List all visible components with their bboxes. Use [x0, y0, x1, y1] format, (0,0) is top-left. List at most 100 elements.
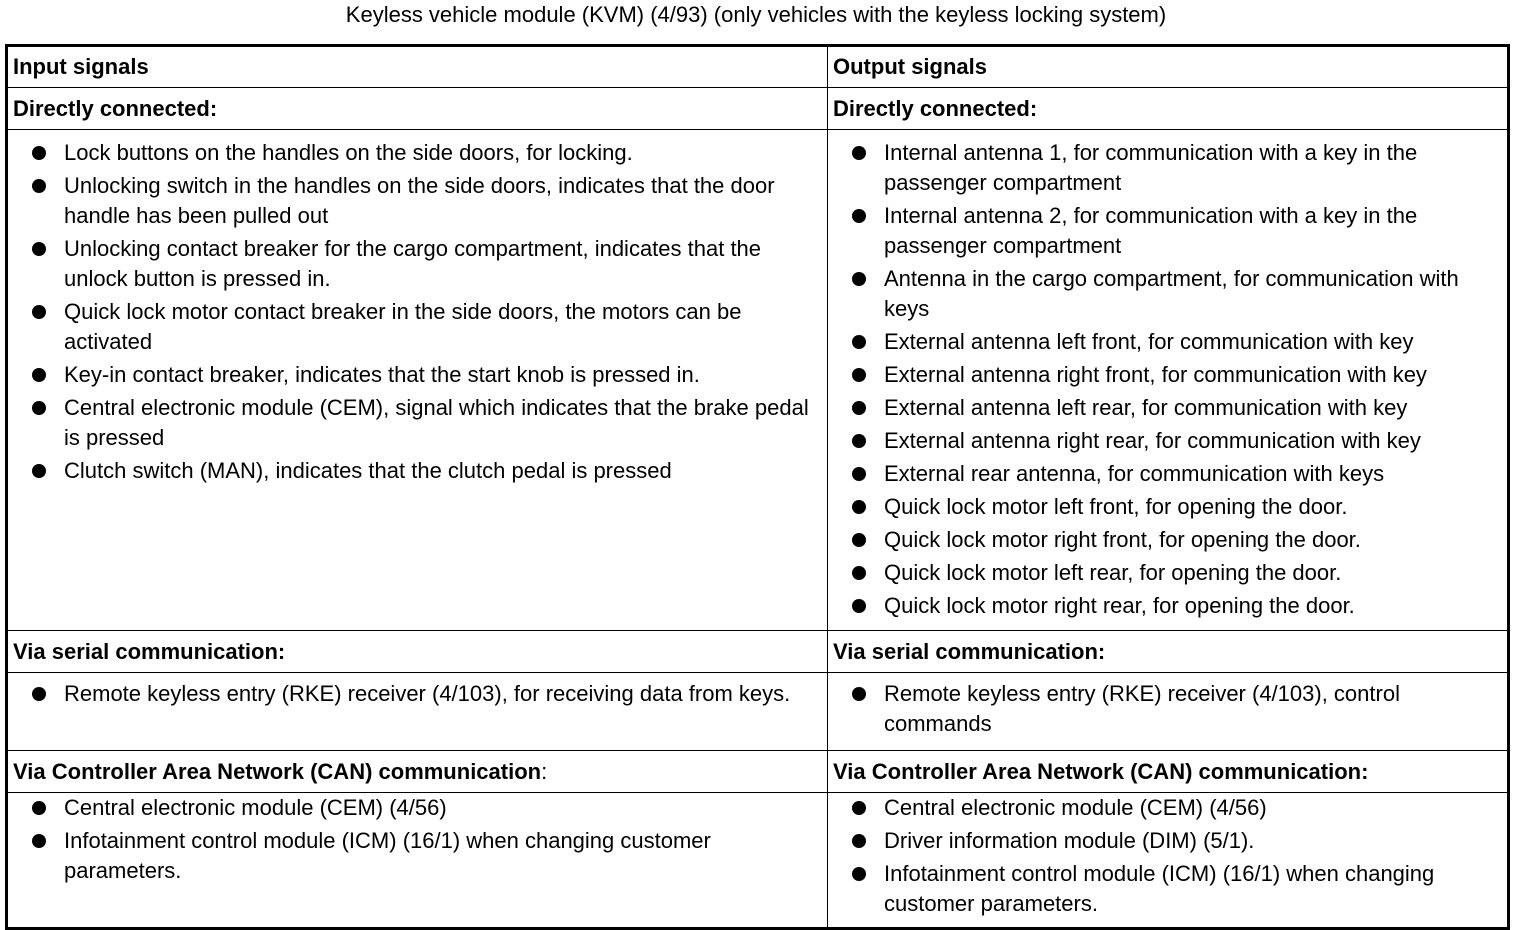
- list-item: Quick lock motor right rear, for opening…: [833, 591, 1507, 621]
- bullet-icon: [852, 687, 866, 701]
- bullet-icon: [32, 834, 46, 848]
- list-item: Central electronic module (CEM) (4/56): [13, 793, 827, 823]
- list-item-text: Antenna in the cargo compartment, for co…: [884, 266, 1459, 321]
- bullet-icon: [32, 368, 46, 382]
- list-item-text: Lock buttons on the handles on the side …: [64, 140, 633, 165]
- list-item: Lock buttons on the handles on the side …: [13, 138, 827, 168]
- bullet-icon: [852, 500, 866, 514]
- output-can-cell: Central electronic module (CEM) (4/56) Dr…: [827, 792, 1509, 929]
- list-item-text: Central electronic module (CEM), signal …: [64, 395, 809, 450]
- list-item: Central electronic module (CEM) (4/56): [833, 793, 1507, 823]
- list-item: Infotainment control module (ICM) (16/1)…: [833, 859, 1507, 919]
- list-item-text: Unlocking switch in the handles on the s…: [64, 173, 775, 228]
- bullet-icon: [32, 146, 46, 160]
- table-header-row: Input signals Output signals: [6, 45, 1509, 88]
- input-serial-list: Remote keyless entry (RKE) receiver (4/1…: [13, 679, 827, 709]
- list-item: Internal antenna 1, for communication wi…: [833, 138, 1507, 198]
- list-item: Quick lock motor left front, for opening…: [833, 492, 1507, 522]
- bullet-icon: [852, 146, 866, 160]
- list-item-text: Clutch switch (MAN), indicates that the …: [64, 458, 672, 483]
- bullet-icon: [852, 566, 866, 580]
- output-directly-connected-header: Directly connected:: [827, 87, 1509, 130]
- list-item-text: External antenna right rear, for communi…: [884, 428, 1421, 453]
- input-can-list: Central electronic module (CEM) (4/56) In…: [13, 793, 827, 886]
- output-serial-list: Remote keyless entry (RKE) receiver (4/1…: [833, 679, 1507, 739]
- bullet-icon: [32, 464, 46, 478]
- bullet-icon: [852, 272, 866, 286]
- list-item-text: Remote keyless entry (RKE) receiver (4/1…: [64, 681, 791, 706]
- bullet-icon: [32, 687, 46, 701]
- signals-table: Input signals Output signals Directly co…: [5, 44, 1510, 930]
- bullet-icon: [32, 801, 46, 815]
- output-can-list: Central electronic module (CEM) (4/56) Dr…: [833, 793, 1507, 919]
- list-item-text: Quick lock motor left rear, for opening …: [884, 560, 1342, 585]
- input-serial-cell: Remote keyless entry (RKE) receiver (4/1…: [6, 672, 828, 751]
- section-header-row: Directly connected: Directly connected:: [6, 87, 1509, 130]
- list-item: External antenna left rear, for communic…: [833, 393, 1507, 423]
- section-header-row: Via Controller Area Network (CAN) commun…: [6, 750, 1509, 793]
- list-item-text: Infotainment control module (ICM) (16/1)…: [64, 828, 711, 883]
- bullet-icon: [852, 533, 866, 547]
- section-body-row: Lock buttons on the handles on the side …: [6, 129, 1509, 631]
- input-can-header-label: Via Controller Area Network (CAN) commun…: [13, 758, 542, 784]
- list-item: Unlocking switch in the handles on the s…: [13, 171, 827, 231]
- list-item: External antenna right rear, for communi…: [833, 426, 1507, 456]
- list-item: Remote keyless entry (RKE) receiver (4/1…: [833, 679, 1507, 739]
- input-serial-header: Via serial communication:: [6, 630, 828, 673]
- list-item-text: External antenna right front, for commun…: [884, 362, 1427, 387]
- list-item: Driver information module (DIM) (5/1).: [833, 826, 1507, 856]
- bullet-icon: [32, 242, 46, 256]
- output-can-header-colon: :: [1361, 758, 1369, 784]
- list-item: Unlocking contact breaker for the cargo …: [13, 234, 827, 294]
- list-item-text: Driver information module (DIM) (5/1).: [884, 828, 1255, 853]
- list-item: Key-in contact breaker, indicates that t…: [13, 360, 827, 390]
- list-item-text: External rear antenna, for communication…: [884, 461, 1385, 486]
- list-item-text: Quick lock motor right rear, for opening…: [884, 593, 1355, 618]
- bullet-icon: [852, 834, 866, 848]
- list-item-text: Quick lock motor contact breaker in the …: [64, 299, 742, 354]
- section-body-row: Central electronic module (CEM) (4/56) In…: [6, 792, 1509, 929]
- output-directly-connected-list: Internal antenna 1, for communication wi…: [833, 138, 1507, 621]
- output-can-header-label: Via Controller Area Network (CAN) commun…: [833, 758, 1362, 784]
- output-serial-cell: Remote keyless entry (RKE) receiver (4/1…: [827, 672, 1509, 751]
- input-can-header-colon: :: [541, 758, 548, 784]
- bullet-icon: [852, 599, 866, 613]
- input-directly-connected-header: Directly connected:: [6, 87, 828, 130]
- bullet-icon: [852, 434, 866, 448]
- section-header-row: Via serial communication: Via serial com…: [6, 630, 1509, 673]
- list-item: Infotainment control module (ICM) (16/1)…: [13, 826, 827, 886]
- list-item: Quick lock motor left rear, for opening …: [833, 558, 1507, 588]
- list-item: Central electronic module (CEM), signal …: [13, 393, 827, 453]
- list-item-text: Remote keyless entry (RKE) receiver (4/1…: [884, 681, 1400, 736]
- bullet-icon: [852, 368, 866, 382]
- output-can-header: Via Controller Area Network (CAN) commun…: [827, 750, 1509, 793]
- input-directly-connected-list: Lock buttons on the handles on the side …: [13, 138, 827, 486]
- list-item-text: External antenna left rear, for communic…: [884, 395, 1408, 420]
- output-directly-connected-cell: Internal antenna 1, for communication wi…: [827, 129, 1509, 631]
- bullet-icon: [32, 305, 46, 319]
- list-item-text: Central electronic module (CEM) (4/56): [64, 795, 447, 820]
- list-item: Quick lock motor right front, for openin…: [833, 525, 1507, 555]
- list-item-text: External antenna left front, for communi…: [884, 329, 1414, 354]
- list-item-text: Internal antenna 1, for communication wi…: [884, 140, 1418, 195]
- input-signals-header: Input signals: [6, 45, 828, 88]
- bullet-icon: [32, 401, 46, 415]
- output-serial-header: Via serial communication:: [827, 630, 1509, 673]
- input-directly-connected-cell: Lock buttons on the handles on the side …: [6, 129, 828, 631]
- bullet-icon: [32, 179, 46, 193]
- list-item: Remote keyless entry (RKE) receiver (4/1…: [13, 679, 827, 709]
- list-item-text: Key-in contact breaker, indicates that t…: [64, 362, 700, 387]
- list-item: Antenna in the cargo compartment, for co…: [833, 264, 1507, 324]
- list-item: Internal antenna 2, for communication wi…: [833, 201, 1507, 261]
- list-item: External antenna left front, for communi…: [833, 327, 1507, 357]
- bullet-icon: [852, 801, 866, 815]
- list-item: Clutch switch (MAN), indicates that the …: [13, 456, 827, 486]
- table-caption: Keyless vehicle module (KVM) (4/93) (onl…: [345, 2, 1167, 27]
- bullet-icon: [852, 467, 866, 481]
- list-item-text: Quick lock motor right front, for openin…: [884, 527, 1361, 552]
- bullet-icon: [852, 867, 866, 881]
- bullet-icon: [852, 401, 866, 415]
- list-item-text: Unlocking contact breaker for the cargo …: [64, 236, 762, 291]
- input-can-header: Via Controller Area Network (CAN) commun…: [6, 750, 828, 793]
- list-item: External rear antenna, for communication…: [833, 459, 1507, 489]
